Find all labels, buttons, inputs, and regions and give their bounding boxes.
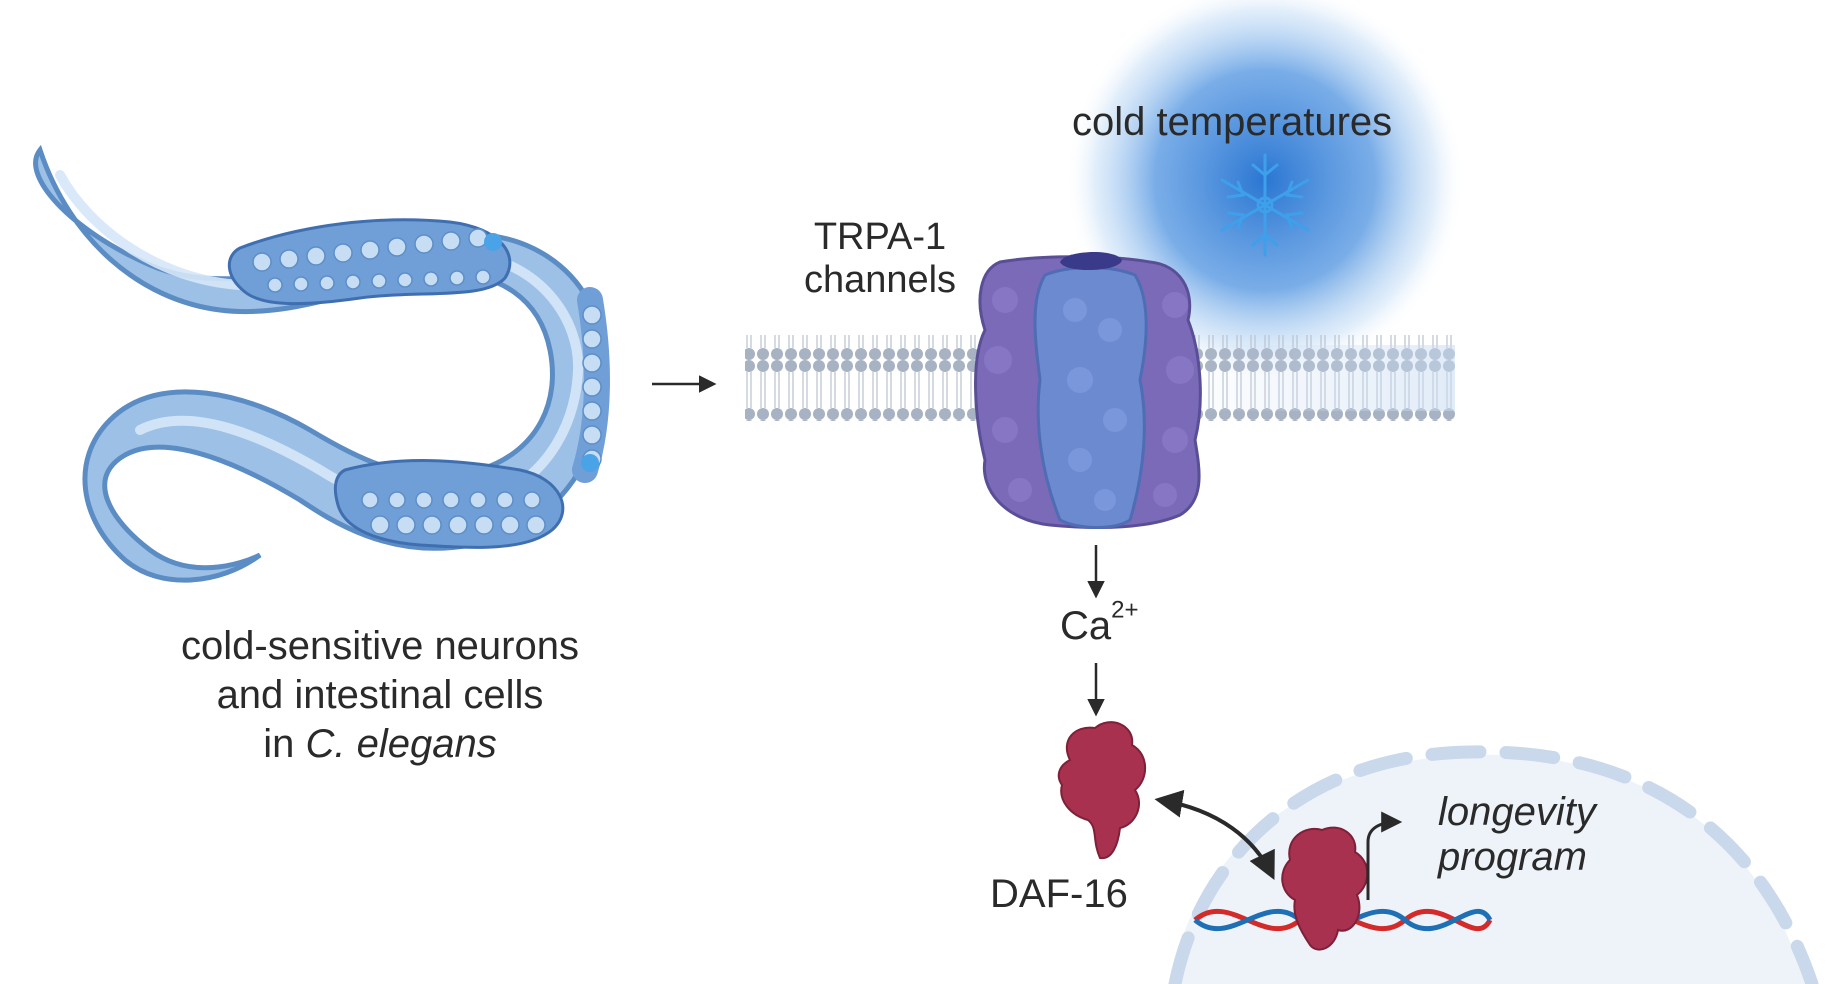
daf16-protein-nuclear — [1281, 826, 1369, 951]
intestinal-cell — [500, 515, 520, 535]
worm-caption-line3: in C. elegans — [120, 720, 640, 769]
transcription-arrow — [1366, 811, 1403, 900]
intestinal-cell — [474, 515, 494, 535]
intestinal-cell — [333, 243, 353, 263]
intestinal-cell — [415, 491, 433, 509]
intestinal-cell — [441, 231, 461, 251]
intestinal-cell — [396, 515, 416, 535]
calcium-label: Ca2+ — [1060, 598, 1139, 649]
intestinal-cell — [267, 277, 283, 293]
intestinal-cell — [582, 377, 602, 397]
calcium-charge: 2+ — [1111, 596, 1139, 624]
intestinal-cell — [582, 329, 602, 349]
intestinal-cell — [582, 425, 602, 445]
intestinal-cell — [306, 246, 326, 266]
intestinal-cell — [448, 515, 468, 535]
intestinal-cell — [442, 491, 460, 509]
cold-temperatures-label: cold temperatures — [1072, 100, 1393, 144]
intestinal-cell — [360, 240, 380, 260]
worm-caption-line2: and intestinal cells — [216, 672, 544, 717]
species-name: C. elegans — [305, 721, 497, 766]
trpa1-label: TRPA-1 channels — [780, 216, 980, 301]
intestinal-cell — [371, 273, 387, 289]
intestinal-cell — [397, 272, 413, 288]
neuron-marker — [484, 233, 502, 251]
intestinal-cell — [422, 515, 442, 535]
calcium-symbol: Ca — [1060, 604, 1112, 648]
intestinal-cell — [582, 305, 602, 325]
longevity-line2: program — [1438, 834, 1587, 879]
daf16-protein-cytoplasmic — [1057, 721, 1147, 860]
intestinal-cell — [252, 252, 272, 272]
trpa1-channel-protein — [974, 251, 1202, 530]
daf16-label: DAF-16 — [990, 872, 1128, 916]
intestinal-cell — [496, 491, 514, 509]
worm-caption-prefix: in — [263, 721, 306, 766]
intestinal-cell — [387, 237, 407, 257]
intestinal-cell — [361, 491, 379, 509]
worm-caption: cold-sensitive neurons and intestinal ce… — [120, 622, 640, 768]
intestinal-cell — [279, 249, 299, 269]
c-elegans-worm — [33, 144, 610, 583]
intestinal-cell — [449, 270, 465, 286]
intestinal-cell — [526, 515, 546, 535]
neuron-marker — [581, 454, 599, 472]
longevity-program-label: longevity program — [1438, 790, 1596, 880]
worm-caption-line1: cold-sensitive neurons — [181, 624, 579, 668]
intestinal-cell — [414, 234, 434, 254]
snowflake-icon — [1220, 153, 1310, 257]
intestinal-cell — [469, 491, 487, 509]
translocation-arrow — [1154, 789, 1275, 881]
intestinal-cell — [423, 271, 439, 287]
trpa1-label-line1: TRPA-1 — [813, 216, 947, 258]
intestinal-cell — [475, 269, 491, 285]
trpa1-label-line2: channels — [803, 258, 957, 301]
intestinal-cell — [319, 275, 335, 291]
intestinal-cell — [293, 276, 309, 292]
intestinal-cell — [370, 515, 390, 535]
intestinal-cell — [523, 491, 541, 509]
longevity-line1: longevity — [1438, 790, 1596, 834]
intestinal-cell — [388, 491, 406, 509]
intestinal-cell — [345, 274, 361, 290]
intestinal-cell — [582, 401, 602, 421]
intestinal-cell — [582, 353, 602, 373]
